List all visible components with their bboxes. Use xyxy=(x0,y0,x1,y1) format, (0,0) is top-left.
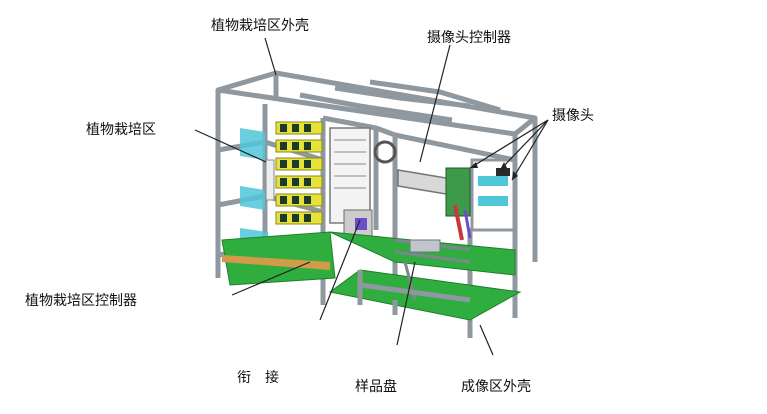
leader-camera-controller xyxy=(419,44,451,163)
camera-lens xyxy=(496,168,510,176)
label-camera-controller: 摄像头控制器 xyxy=(427,30,511,46)
rail-roof-3 xyxy=(369,79,501,113)
red-cable xyxy=(453,204,464,241)
label-plant-area-controller: 植物栽培区控制器 xyxy=(25,293,137,309)
connector-ring xyxy=(373,140,397,164)
lower-frame xyxy=(215,270,518,338)
leader-sample-tray xyxy=(396,261,416,346)
plant-shelves xyxy=(265,121,323,225)
purple-cable xyxy=(463,209,472,239)
sample-tray-module xyxy=(394,238,471,301)
label-connector: 衔接 xyxy=(237,370,293,386)
leader-camera-1 xyxy=(499,119,549,171)
leader-connector xyxy=(319,219,361,321)
upper-green-floor xyxy=(329,231,516,276)
arrowheads xyxy=(470,162,518,180)
connector-purple-part xyxy=(355,218,367,230)
camera-controller-box xyxy=(445,167,471,217)
plant-pots xyxy=(280,124,311,222)
arrow-camera-2 xyxy=(512,171,518,180)
floor-plates xyxy=(221,231,522,321)
rail-top-mid xyxy=(322,115,396,138)
label-imaging-area-shell: 成像区外壳 xyxy=(461,379,531,395)
orange-tray xyxy=(222,255,330,270)
connector-slots xyxy=(334,139,366,189)
camera-unit-2 xyxy=(478,196,508,206)
rail-right-top xyxy=(394,132,516,163)
plant-area-module xyxy=(240,121,323,246)
leader-imaging-shell xyxy=(479,324,494,356)
cyan-panel-mid xyxy=(240,186,265,210)
cyan-panel-top xyxy=(240,128,265,160)
arrow-camera-1 xyxy=(500,162,507,170)
camera-controller-module xyxy=(397,158,518,241)
leader-plant-shell xyxy=(264,37,277,76)
label-plant-area: 植物栽培区 xyxy=(86,122,156,138)
label-plant-area-shell: 植物栽培区外壳 xyxy=(211,18,309,34)
leader-lines xyxy=(194,37,549,356)
leader-plant-controller xyxy=(231,261,311,296)
leader-plant-area xyxy=(194,129,267,163)
leader-camera-3 xyxy=(469,119,549,169)
tray-rail-2 xyxy=(394,250,471,264)
rail-roof-2 xyxy=(334,85,471,109)
arrow-camera-3 xyxy=(470,162,478,168)
connector-module xyxy=(329,127,397,239)
side-panel xyxy=(265,159,275,201)
sample-tray xyxy=(409,239,441,253)
label-camera: 摄像头 xyxy=(552,108,594,124)
camera-unit-1 xyxy=(478,176,508,186)
camera-mount-frame xyxy=(470,158,518,232)
rail-roof-1 xyxy=(299,92,453,123)
leader-camera-2 xyxy=(511,119,549,181)
plant-area-floor xyxy=(221,231,336,286)
label-sample-tray: 样品盘 xyxy=(355,379,397,395)
